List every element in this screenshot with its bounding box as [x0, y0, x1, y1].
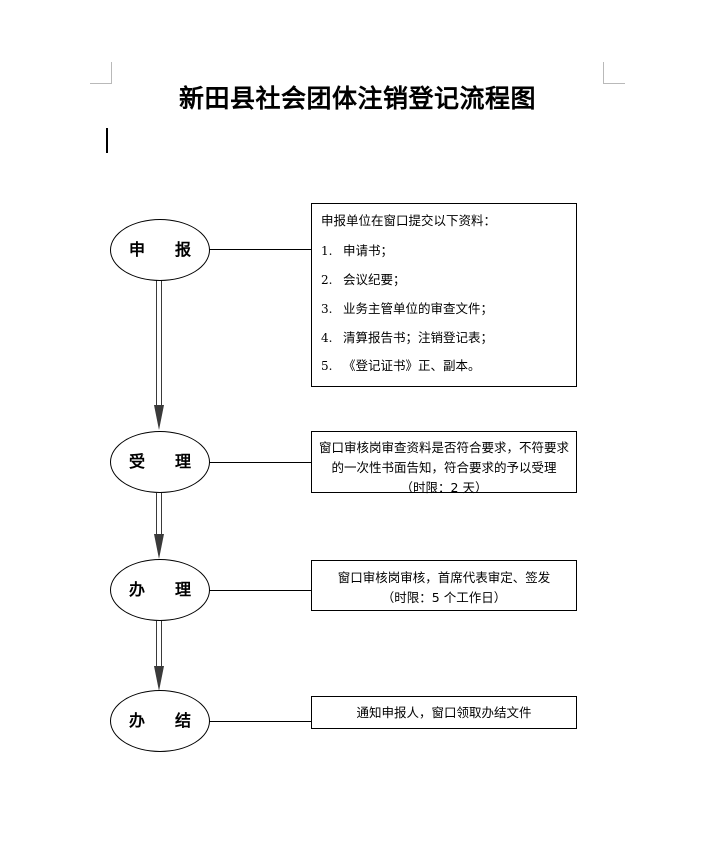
arrow-node3-to-node4: [154, 621, 164, 691]
arrow-node2-to-node3: [154, 493, 164, 559]
list-item-text: 清算报告书；注销登记表；: [343, 329, 494, 345]
page-title: 新田县社会团体注销登记流程图: [178, 84, 536, 113]
list-item-text: 《登记证书》正、副本。: [343, 358, 481, 374]
info-box-line: 通知申报人，窗口领取办结文件: [356, 705, 532, 720]
connector-node3-to-box3: [209, 590, 311, 591]
info-box-line: 窗口审核岗审核，首席代表审定、签发: [337, 570, 551, 585]
list-item: 4. 清算报告书；注销登记表；: [321, 330, 576, 347]
list-item: 3. 业务主管单位的审查文件；: [321, 301, 576, 318]
info-box-line: 窗口审核岗审查资料是否符合要求，不符要求: [319, 440, 570, 455]
flow-node-label: 申 报: [128, 240, 198, 259]
flow-node-label: 办 理: [128, 580, 198, 599]
info-box-processing-approval[interactable]: 窗口审核岗审核，首席代表审定、签发 （时限：5 个工作日）: [311, 560, 577, 611]
flow-node-label: 办 结: [128, 711, 198, 730]
list-item: 1. 申请书；: [321, 243, 576, 260]
info-box-heading: 申报单位在窗口提交以下资料：: [321, 213, 497, 228]
list-item-number: 3.: [321, 301, 333, 316]
connector-node2-to-box2: [209, 462, 311, 463]
info-box-application-materials[interactable]: 申报单位在窗口提交以下资料： 1. 申请书； 2. 会议纪要； 3. 业务主管单…: [311, 203, 577, 387]
flow-node-shouli[interactable]: 受 理: [110, 431, 210, 493]
arrow-node1-to-node2: [154, 278, 164, 430]
list-item-number: 4.: [321, 330, 333, 345]
list-item-text: 业务主管单位的审查文件；: [343, 300, 494, 316]
flow-node-banli[interactable]: 办 理: [110, 559, 210, 621]
info-box-line: （时限：5 个工作日）: [381, 589, 507, 605]
list-item-number: 1.: [321, 243, 333, 258]
list-item: 2. 会议纪要；: [321, 272, 576, 289]
info-box-acceptance-review[interactable]: 窗口审核岗审查资料是否符合要求，不符要求 的一次性书面告知，符合要求的予以受理 …: [311, 431, 577, 495]
flow-node-shenbao[interactable]: 申 报: [110, 219, 210, 281]
connector-node4-to-box4: [209, 721, 311, 722]
list-item-number: 5.: [321, 359, 333, 374]
flow-node-label: 受 理: [128, 452, 198, 471]
text-caret: [106, 128, 108, 153]
info-box-line: （时限：2 天）: [400, 479, 488, 495]
flow-node-banjie[interactable]: 办 结: [110, 690, 210, 752]
list-item-text: 申请书；: [343, 242, 394, 258]
list-item-number: 2.: [321, 272, 333, 287]
info-box-completion-notice[interactable]: 通知申报人，窗口领取办结文件: [311, 696, 577, 729]
list-item: 5. 《登记证书》正、副本。: [321, 358, 576, 375]
list-item-text: 会议纪要；: [343, 271, 406, 287]
info-box-line: 的一次性书面告知，符合要求的予以受理: [331, 459, 557, 475]
connector-node1-to-box1: [209, 249, 311, 250]
